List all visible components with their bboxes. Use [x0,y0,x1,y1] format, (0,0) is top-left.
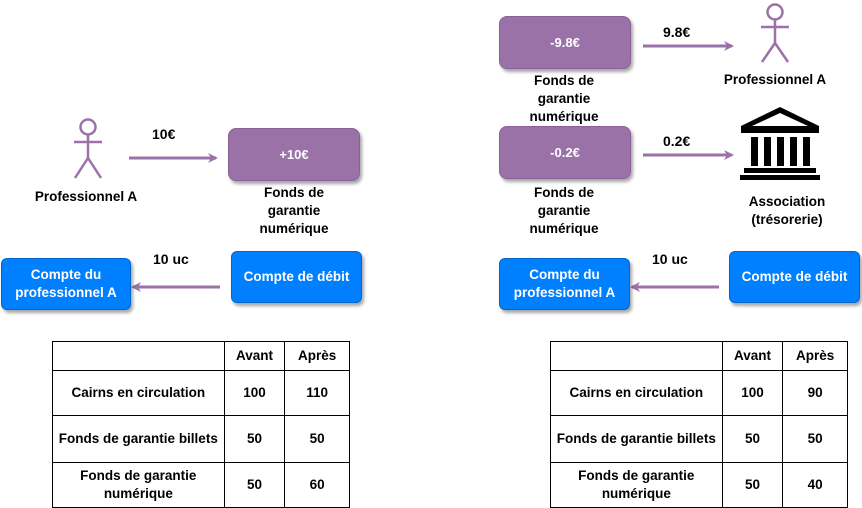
table-cell: Fonds de garantie numérique [550,462,723,508]
person-icon [73,118,103,179]
table-header-cell: Après [284,341,350,371]
right-fund-label-1: Fonds de garantie numérique [529,73,599,124]
table-cell: Fonds de garantie numérique [52,462,225,508]
table-cell: 50 [782,415,848,463]
table-cell: 50 [223,462,286,508]
table-cell: Cairns en circulation [550,370,723,416]
table-cell: Fonds de garantie billets [550,415,723,463]
table-header-cell: Avant [721,341,784,371]
right-fund-label-2: Fonds de garantie numérique [529,185,599,236]
table-cell: 110 [284,370,350,416]
right-fund-box-1: -9.8€ [499,16,631,69]
table-cell: 50 [223,415,286,463]
table-header-row: Avant Après [52,341,350,371]
table-cell: 60 [284,462,350,508]
right-arrow-2-label: 0.2€ [663,133,691,149]
right-ledger-table: Avant Après Cairns en circulation 100 90… [550,341,848,508]
table-cell: Cairns en circulation [52,370,225,416]
right-account-pro: Compte du professionnel A [499,258,630,310]
left-person-label: Professionnel A [34,189,138,204]
right-person-label: Professionnel A [723,72,827,87]
left-fund-label: Fonds de garantie numérique [259,185,329,236]
table-header-cell [52,341,225,371]
right-arrow-bottom-label: 10 uc [652,251,688,267]
left-arrow-top-label: 10€ [152,126,176,142]
table-row: Fonds de garantie billets 50 50 [52,415,350,463]
table-row: Fonds de garantie numérique 50 40 [550,462,848,508]
left-account-debit: Compte de débit [231,251,362,303]
bank-icon [740,107,820,180]
table-row: Cairns en circulation 100 90 [550,370,848,416]
person-icon [760,3,790,63]
table-row: Fonds de garantie numérique 50 60 [52,462,350,508]
table-cell: 50 [721,462,784,508]
table-cell: Fonds de garantie billets [52,415,225,463]
table-header-cell: Après [782,341,848,371]
table-header-cell [550,341,723,371]
table-cell: 40 [782,462,848,508]
bank-label: Association (trésorerie) [748,194,826,227]
table-row: Cairns en circulation 100 110 [52,370,350,416]
table-cell: 90 [782,370,848,416]
right-arrow-1-label: 9.8€ [663,24,691,40]
left-arrow-bottom-label: 10 uc [153,251,189,267]
left-ledger-table: Avant Après Cairns en circulation 100 11… [52,341,350,508]
table-cell: 50 [284,415,350,463]
table-cell: 100 [721,370,784,416]
table-cell: 50 [721,415,784,463]
table-row: Fonds de garantie billets 50 50 [550,415,848,463]
left-fund-box: +10€ [228,128,360,181]
left-account-pro: Compte du professionnel A [1,258,131,310]
right-fund-box-2: -0.2€ [499,126,631,179]
table-header-cell: Avant [223,341,286,371]
table-header-row: Avant Après [550,341,848,371]
table-cell: 100 [223,370,286,416]
right-account-debit: Compte de débit [729,251,860,303]
